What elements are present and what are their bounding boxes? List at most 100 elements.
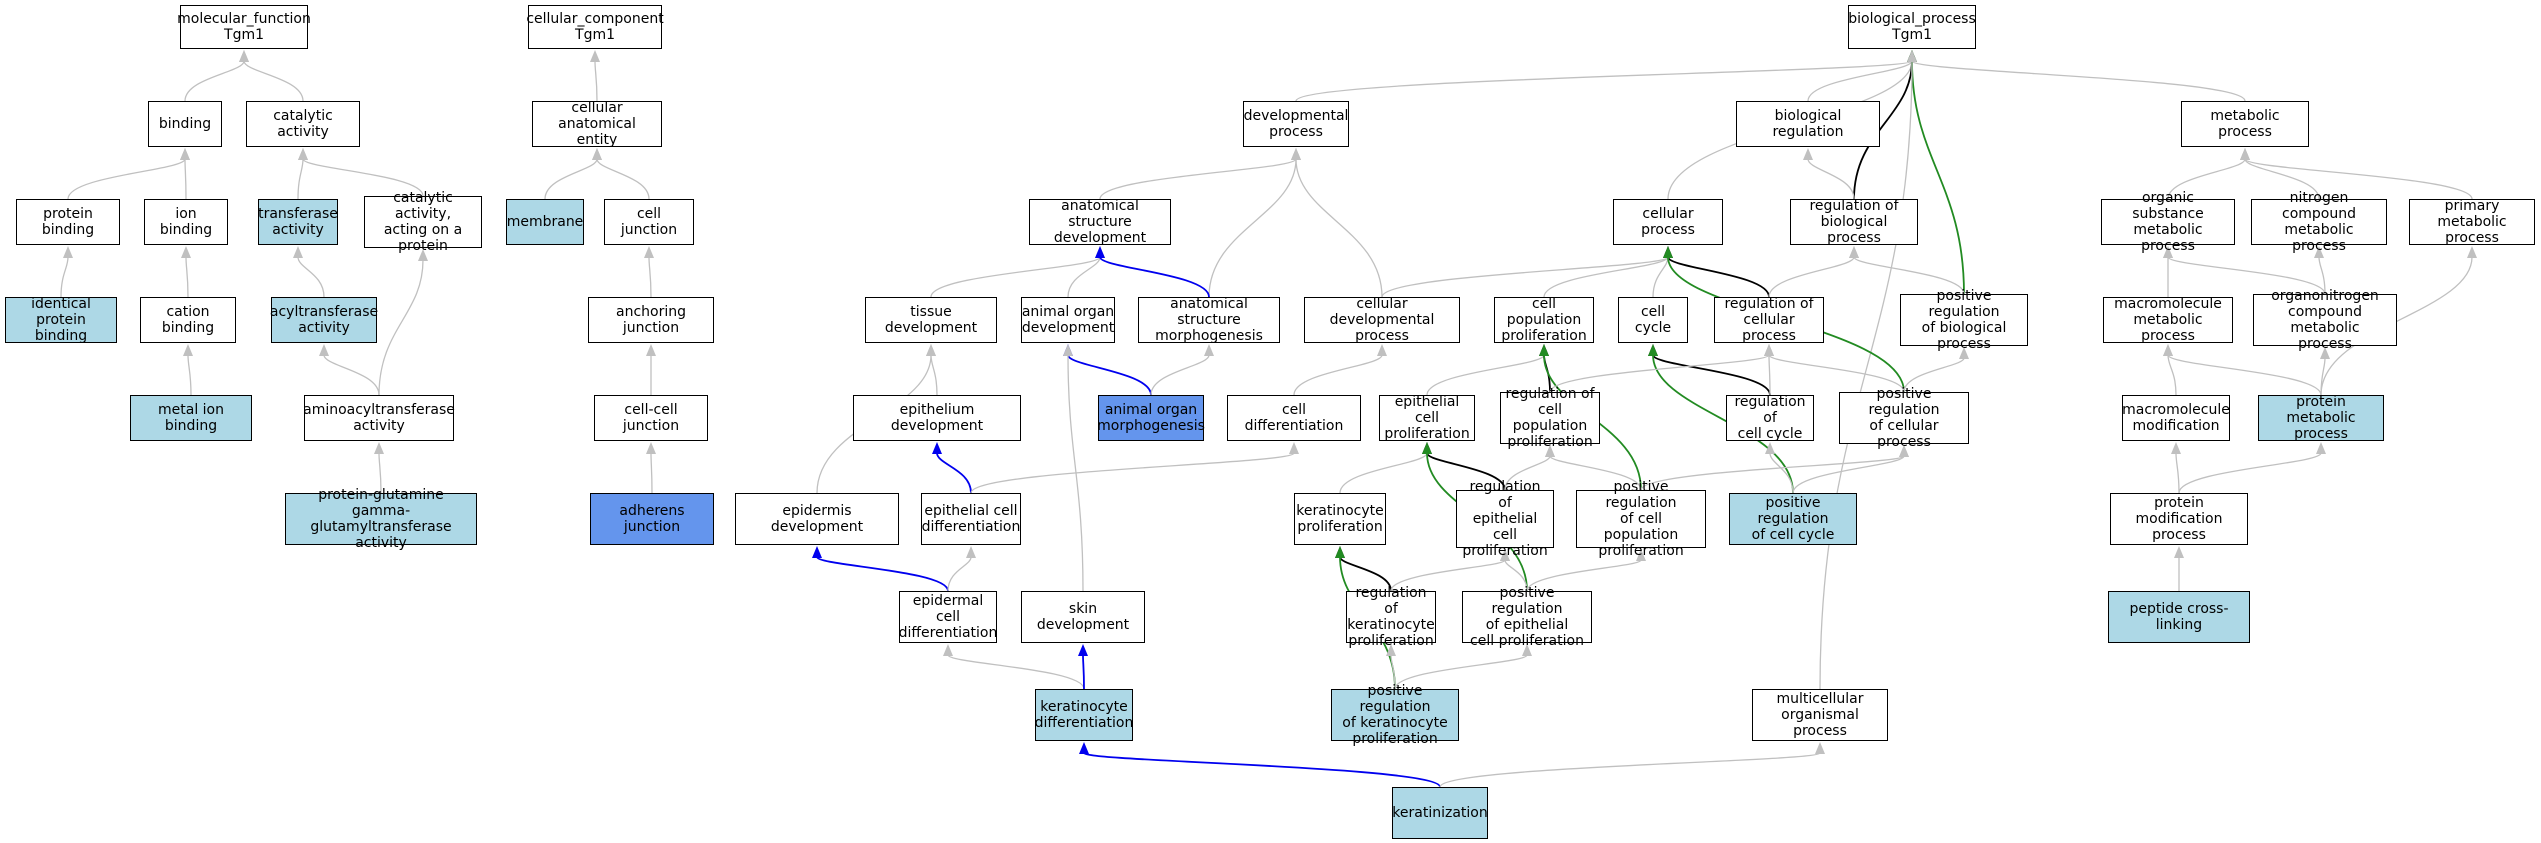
node-biological-regulation[interactable]: biological regulation [1736,101,1880,147]
node-regulation-of-cell-cycle[interactable]: regulation of cell cycle [1726,394,1814,442]
node-skin-development[interactable]: skin development [1021,591,1145,643]
node-biological-process[interactable]: biological_process Tgm1 [1848,5,1976,49]
node-keratinization[interactable]: keratinization [1392,787,1488,839]
edge-reg_cell_cycle-to-cell_cycle [1652,354,1771,396]
arrowhead-protein_mod-to-protein_met [2316,442,2326,454]
arrowhead-epidermis_dev-to-tissue_dev [926,344,936,356]
edge-pos_reg_bio-to-reg_bio [1853,256,1965,295]
node-cell-junction[interactable]: cell junction [604,199,694,245]
node-animal-organ-morphogenesis[interactable]: animal organ morphogenesis [1097,395,1205,441]
edge-anat_entity-to-cc [594,60,598,102]
edge-cell_dev_proc-to-cellular_proc [1381,256,1669,298]
node-aminoacyltransferase-activity[interactable]: aminoacyltransferase activity [303,395,455,441]
arrowhead-catalytic-to-mf [239,50,249,62]
node-primary-metabolic-process[interactable]: primary metabolic process [2409,198,2535,246]
node-cell-cell-junction[interactable]: cell-cell junction [594,395,708,441]
node-cellular-component[interactable]: cellular_component Tgm1 [526,5,664,49]
arrowhead-keratinization-to-multicell [1815,742,1825,754]
node-tissue-development[interactable]: tissue development [865,297,997,343]
arrowhead-pos_reg_cycle-to-pos_reg_cell [1899,445,1909,457]
node-regulation-of-biological-process[interactable]: regulation of biological process [1790,198,1918,246]
node-cellular-anatomical-entity[interactable]: cellular anatomical entity [532,100,662,148]
node-anchoring-junction[interactable]: anchoring junction [588,297,714,343]
node-anatomical-structure-development[interactable]: anatomical structure development [1029,198,1171,246]
edge-kera_prolif-to-epith_prolif [1339,452,1428,494]
node-organonitrogen-compound-metabolic-process[interactable]: organonitrogen compound metabolic proces… [2253,288,2397,352]
node-transferase-activity[interactable]: transferase activity [258,199,338,245]
node-adherens-junction[interactable]: adherens junction [590,493,714,545]
edge-reg_kera-to-kera_prolif [1339,556,1392,592]
node-epithelial-cell-differentiation[interactable]: epithelial cell differentiation [921,493,1021,545]
arrowhead-epidermal_diff-to-epidermis_dev [812,546,822,558]
node-cellular-process[interactable]: cellular process [1613,199,1723,245]
node-positive-regulation-of-keratinocyte-proliferation[interactable]: positive regulation of keratinocyte prol… [1331,683,1459,747]
node-regulation-of-keratinocyte-proliferation[interactable]: regulation of keratinocyte proliferation [1346,585,1436,649]
node-nitrogen-compound-metabolic-process[interactable]: nitrogen compound metabolic process [2251,190,2387,254]
arrowhead-skin_dev-to-organ_dev [1063,344,1073,356]
node-catalytic-activity[interactable]: catalytic activity [246,101,360,147]
arrowhead-anchoring-to-cell_junction [644,246,654,258]
node-positive-regulation-of-cell-cycle[interactable]: positive regulation of cell cycle [1729,493,1857,545]
edge-anat_morph-to-anat_dev [1099,256,1210,298]
node-cell-cycle[interactable]: cell cycle [1618,297,1688,343]
edge-cation-to-ion_binding [185,256,189,298]
node-cell-population-proliferation[interactable]: cell population proliferation [1494,296,1594,344]
node-positive-regulation-of-cell-population-proliferation[interactable]: positive regulation of cell population p… [1576,479,1706,559]
node-organic-substance-metabolic-process[interactable]: organic substance metabolic process [2101,190,2235,254]
node-macromolecule-metabolic-process[interactable]: macromolecule metabolic process [2103,296,2233,344]
node-multicellular-organismal-process[interactable]: multicellular organismal process [1752,689,1888,741]
node-binding[interactable]: binding [148,101,222,147]
node-membrane[interactable]: membrane [506,199,584,245]
node-ion-binding[interactable]: ion binding [144,199,228,245]
node-cellular-developmental-process[interactable]: cellular developmental process [1304,296,1460,344]
edge-identical-to-protein_binding [60,256,69,298]
node-keratinocyte-differentiation[interactable]: keratinocyte differentiation [1035,689,1133,741]
node-cell-differentiation[interactable]: cell differentiation [1227,395,1361,441]
node-cation-binding[interactable]: cation binding [140,297,236,343]
edge-reg_bio-to-bp [1853,60,1913,200]
edge-ion_binding-to-binding [184,158,187,200]
node-regulation-of-epithelial-cell-proliferation[interactable]: regulation of epithelial cell proliferat… [1456,479,1554,559]
node-epithelium-development[interactable]: epithelium development [853,395,1021,441]
node-identical-protein-binding[interactable]: identical protein binding [5,296,117,344]
edge-anchoring-to-cell_junction [648,256,652,298]
node-keratinocyte-proliferation[interactable]: keratinocyte proliferation [1294,493,1386,545]
edge-catalytic-to-mf [243,60,304,102]
node-catalytic-activity-on-protein[interactable]: catalytic activity, acting on a protein [364,190,482,254]
edge-epith_prolif-to-cell_pop_prolif [1426,354,1545,396]
arrowhead-pos_reg_cell-to-reg_cell_proc [1764,344,1774,356]
edge-protein_mod-to-protein_met [2178,452,2322,494]
node-epithelial-cell-proliferation[interactable]: epithelial cell proliferation [1379,394,1475,442]
node-positive-regulation-of-cellular-process[interactable]: positive regulation of cellular process [1839,386,1969,450]
node-epidermal-cell-differentiation[interactable]: epidermal cell differentiation [898,591,998,643]
arrowhead-anat_entity-to-cc [590,50,600,62]
node-peptide-cross-linking[interactable]: peptide cross-linking [2108,591,2250,643]
node-regulation-of-cell-population-proliferation[interactable]: regulation of cell population proliferat… [1500,386,1600,450]
node-macromolecule-modification[interactable]: macromolecule modification [2122,395,2230,441]
arrowhead-acyltransferase-to-transferase [293,246,303,258]
node-positive-regulation-of-epithelial-cell-proliferation[interactable]: positive regulation of epithelial cell p… [1462,585,1592,649]
node-protein-binding[interactable]: protein binding [16,199,120,245]
node-regulation-of-cellular-process[interactable]: regulation of cellular process [1714,296,1824,344]
edge-multicell-to-bp [1819,60,1913,690]
node-animal-organ-development[interactable]: animal organ development [1021,297,1115,343]
node-anatomical-structure-morphogenesis[interactable]: anatomical structure morphogenesis [1138,296,1280,344]
arrowhead-organonitrogen-to-nitrogen [2314,246,2324,258]
node-metal-ion-binding[interactable]: metal ion binding [130,395,252,441]
node-protein-metabolic-process[interactable]: protein metabolic process [2258,394,2384,442]
node-developmental-process[interactable]: developmental process [1243,101,1349,147]
node-protein-glutamine-gamma-glutamyltransferase[interactable]: protein-glutamine gamma-glutamyltransfer… [285,487,477,551]
arrowhead-kera_diff-to-skin_dev [1078,644,1088,656]
arrowhead-peptide-to-protein_mod [2174,546,2184,558]
edge-tissue_dev-to-anat_dev [930,256,1101,298]
node-metabolic-process[interactable]: metabolic process [2181,101,2309,147]
edge-pos_reg_kera-to-reg_kera [1390,654,1396,690]
node-molecular-function[interactable]: molecular_function Tgm1 [177,5,311,49]
node-epidermis-development[interactable]: epidermis development [735,493,899,545]
node-positive-regulation-of-biological-process[interactable]: positive regulation of biological proces… [1900,288,2028,352]
arrowhead-reg_bio-to-bio_reg [1803,148,1813,160]
arrowhead-pos_reg_kera-to-reg_kera [1386,644,1396,656]
node-protein-modification-process[interactable]: protein modification process [2110,493,2248,545]
edge-pos_reg_cycle-to-cell_cycle [1652,354,1794,494]
node-acyltransferase-activity[interactable]: acyltransferase activity [270,297,378,343]
